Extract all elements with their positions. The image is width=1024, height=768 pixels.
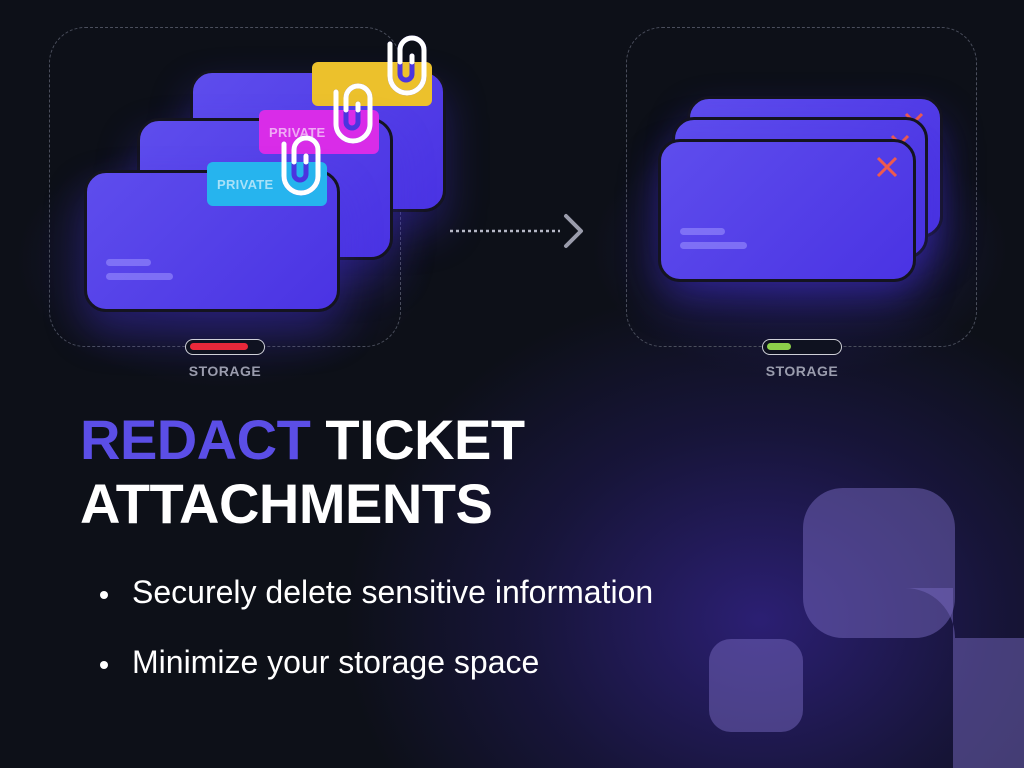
decorative-shape-tail xyxy=(953,638,1024,768)
paperclip-icon xyxy=(281,135,321,196)
page-title: REDACT TICKET ATTACHMENTS xyxy=(80,408,525,536)
title-accent-word: REDACT xyxy=(80,408,311,471)
storage-label: STORAGE xyxy=(188,363,262,379)
storage-meter-low xyxy=(762,339,842,355)
decorative-shape-small xyxy=(709,639,803,732)
paperclip-icon xyxy=(387,35,427,96)
text-line xyxy=(106,259,151,266)
storage-fill xyxy=(767,343,791,350)
title-line2: ATTACHMENTS xyxy=(80,472,493,535)
decorative-shape-large xyxy=(803,488,955,638)
decorative-shape-corner xyxy=(903,588,955,638)
feature-list: Securely delete sensitive information Mi… xyxy=(96,572,653,712)
x-mark-icon xyxy=(876,156,898,178)
text-line xyxy=(680,242,747,249)
storage-meter-full xyxy=(185,339,265,355)
chevron-right-icon xyxy=(450,214,583,248)
storage-fill xyxy=(190,343,248,350)
redacted-card-front xyxy=(658,139,916,282)
title-line1-rest: TICKET xyxy=(310,408,525,471)
storage-label: STORAGE xyxy=(765,363,839,379)
feature-item: Minimize your storage space xyxy=(96,642,653,682)
text-line xyxy=(680,228,725,235)
paperclip-icon xyxy=(333,83,373,144)
text-line xyxy=(106,273,173,280)
feature-item: Securely delete sensitive information xyxy=(96,572,653,612)
